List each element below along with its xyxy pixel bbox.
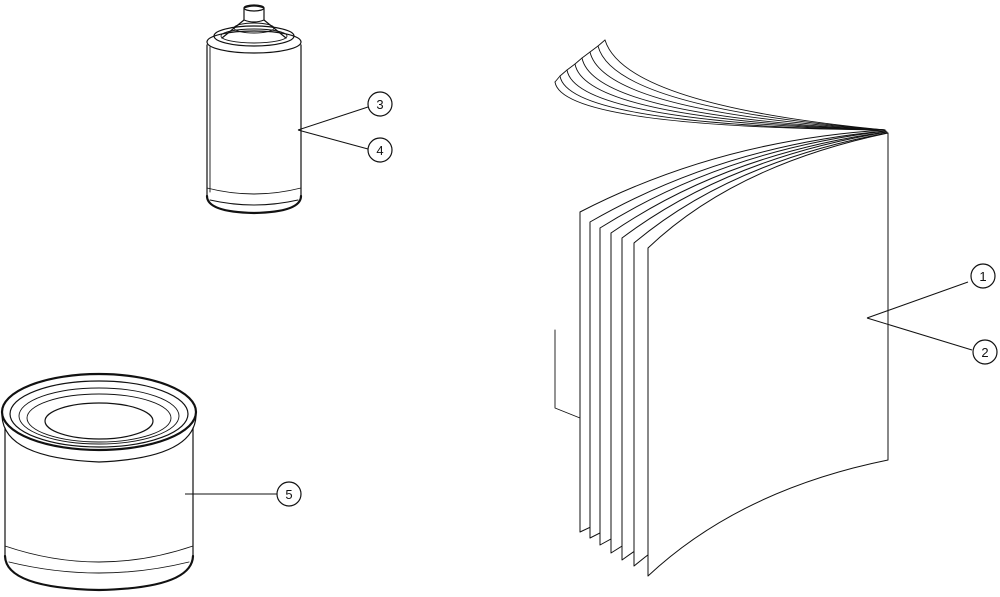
callout-1-label: 1 [979,269,986,284]
leader-lines [185,106,973,495]
callout-3-label: 3 [376,97,383,112]
callout-2-label: 2 [981,345,988,360]
callout-4-label: 4 [376,143,383,158]
manual-booklet [554,39,889,577]
callout-3: 3 [367,91,393,117]
callout-4: 4 [367,137,393,163]
paint-tin [0,372,198,592]
callout-5-label: 5 [285,487,292,502]
callout-2: 2 [972,339,998,365]
callout-5: 5 [276,481,302,507]
callout-1: 1 [970,263,996,289]
bottle-can [205,4,303,215]
